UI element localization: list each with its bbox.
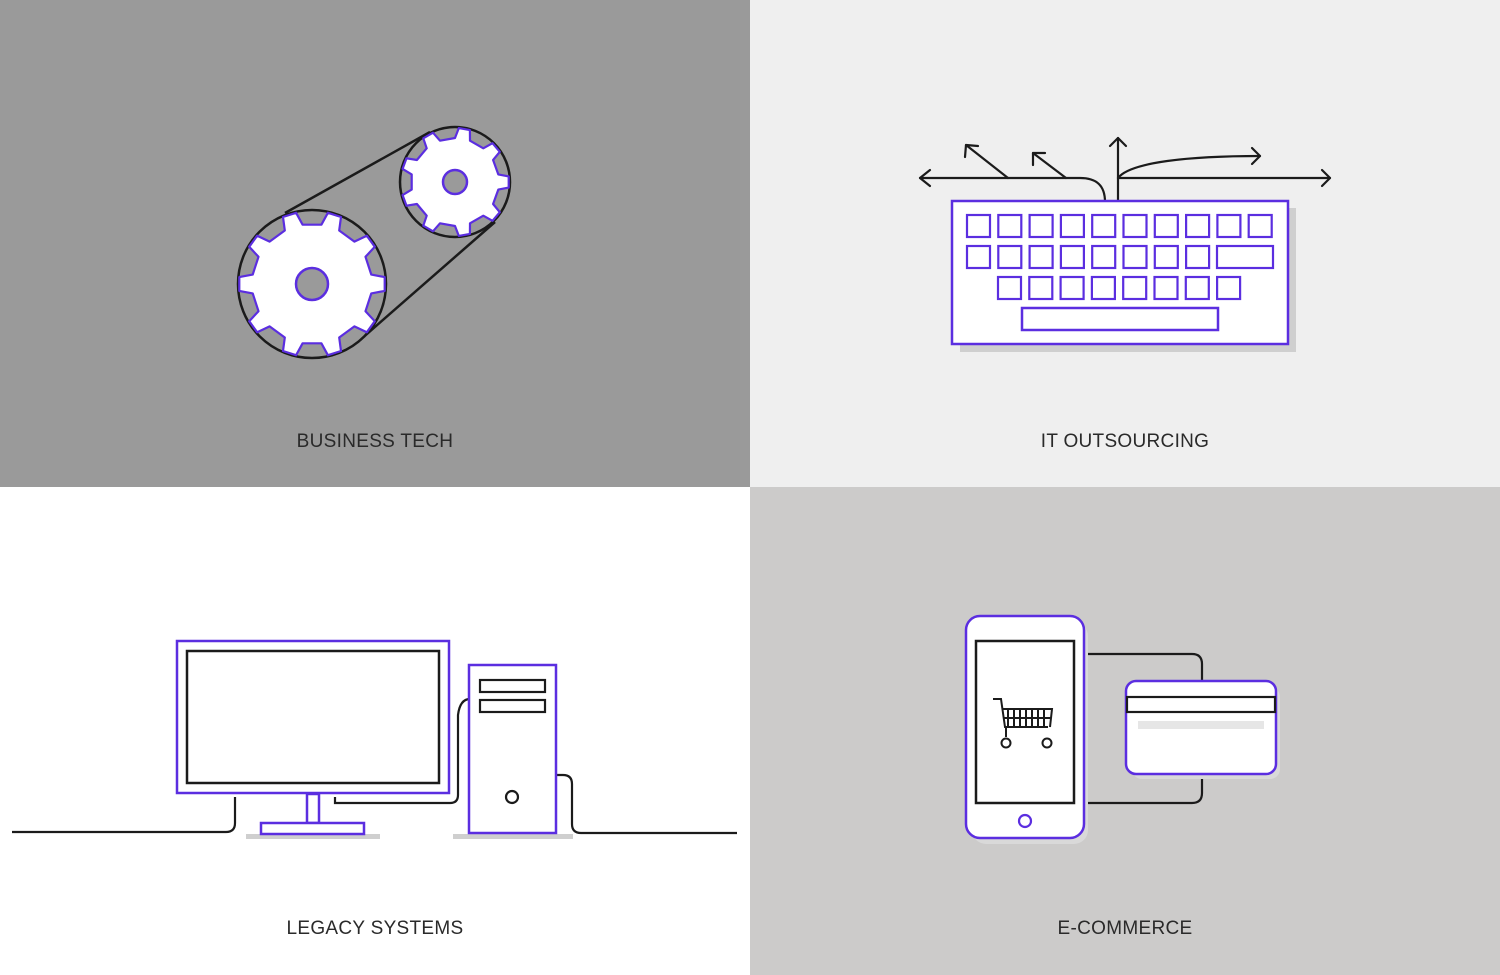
keyboard-key [1028,275,1054,301]
keyboard-key [1091,213,1117,239]
keyboard-key [1216,213,1242,239]
keyboard-key [1215,244,1275,270]
keyboard-key [965,213,992,239]
desktop-computer-icon [12,639,737,839]
keyboard-key [1216,275,1242,301]
keyboard-key [1122,213,1148,239]
tile-legacy-systems[interactable]: LEGACY SYSTEMS [0,487,750,975]
keyboard-key [965,244,992,270]
keyboard-key [1153,275,1179,301]
keyboard-key [1059,213,1085,239]
keyboard-key [1059,275,1085,301]
tile-it-outsourcing[interactable]: IT OUTSOURCING [750,0,1500,487]
keyboard-key [997,213,1023,239]
keyboard-key [1028,244,1054,270]
keyboard-key [1028,213,1054,239]
keyboard-key [997,244,1023,270]
tile-title: IT OUTSOURCING [1040,431,1210,452]
keyboard-keys [965,213,1275,301]
phone-card-icon [964,614,1280,844]
keyboard-key [1184,275,1210,301]
shopping-cart-icon [993,698,1054,749]
keyboard-key [1185,244,1211,270]
spacebar-key [1020,306,1220,332]
keyboard-key [1122,244,1148,270]
tile-e-commerce[interactable]: E-COMMERCE [750,487,1500,975]
monitor-screen [185,649,441,785]
keyboard-key [1153,244,1179,270]
keyboard-key [1122,275,1148,301]
tile-title: BUSINESS TECH [296,431,454,452]
tile-title: LEGACY SYSTEMS [286,918,464,939]
gears-belt-icon [236,125,512,360]
tile-title: E-COMMERCE [1057,918,1193,939]
keyboard-key [1185,213,1211,239]
keyboard-key [1090,275,1116,301]
keyboard-arrows-icon [918,136,1332,352]
keyboard-key [1059,244,1085,270]
keyboard-key [996,275,1023,301]
keyboard-key [1091,244,1117,270]
keyboard-key [1153,213,1179,239]
tile-business-tech[interactable]: BUSINESS TECH [0,0,750,487]
keyboard-key [1247,213,1273,239]
